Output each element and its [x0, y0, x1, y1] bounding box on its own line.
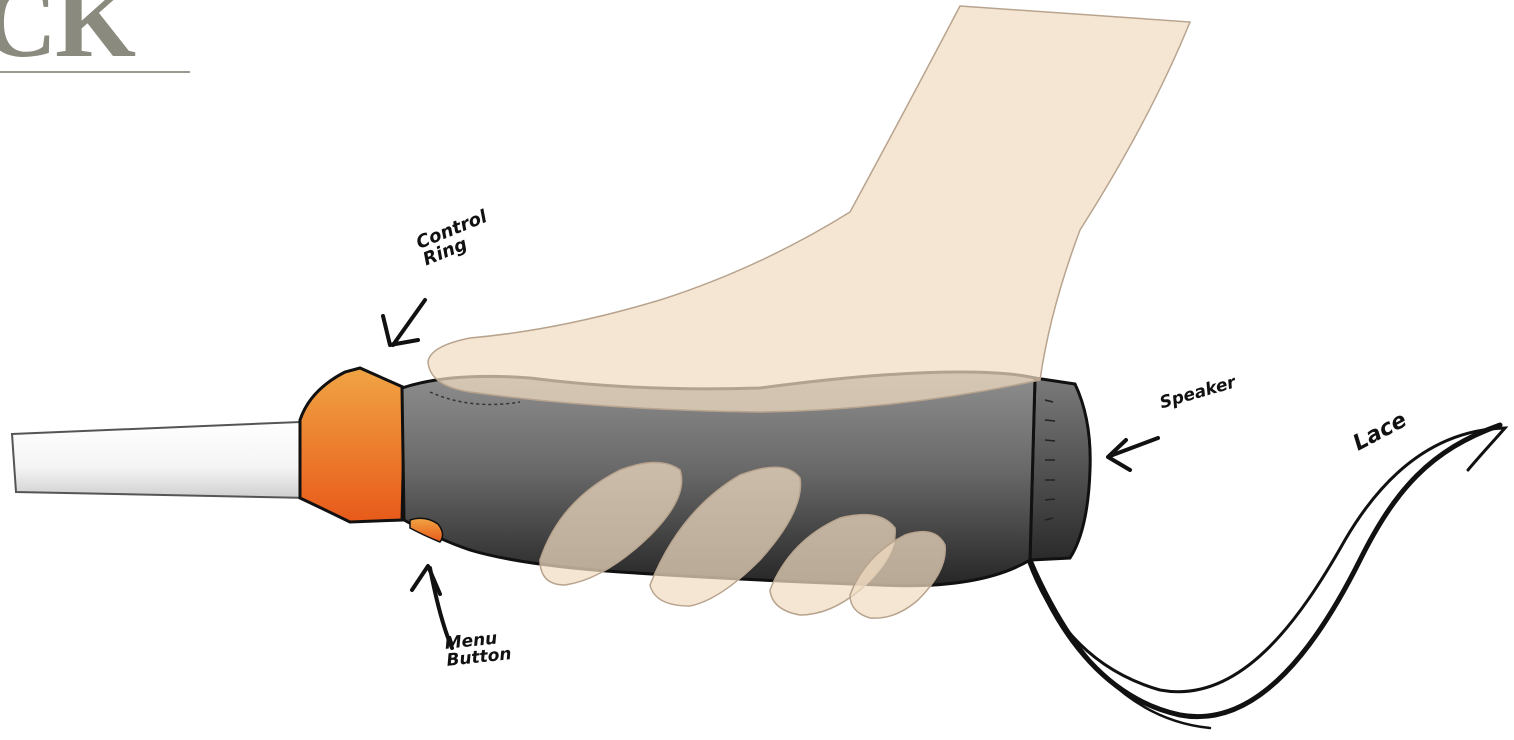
arrow-left-icon	[1108, 438, 1158, 470]
lace	[1028, 425, 1505, 728]
speaker-cap	[1030, 378, 1090, 560]
cane-shaft	[12, 422, 310, 498]
control-ring	[300, 368, 405, 522]
arrow-down-left-icon	[383, 300, 425, 345]
menu-button-label: Menu Button	[444, 629, 512, 670]
